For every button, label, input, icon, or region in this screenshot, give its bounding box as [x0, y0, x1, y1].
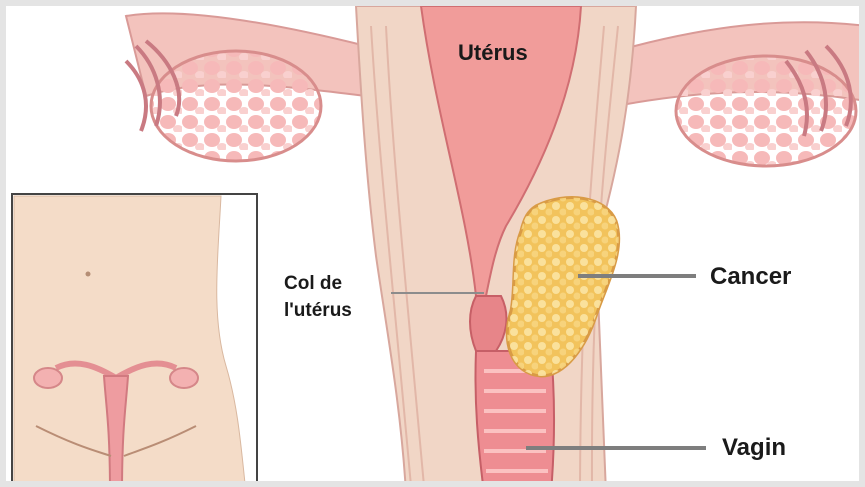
tumor-texture — [507, 198, 618, 376]
inset-panel — [12, 194, 257, 487]
label-vagina: Vagin — [722, 434, 786, 462]
label-cervix-line1: Col de — [284, 270, 352, 297]
cervical-canal — [470, 296, 506, 351]
left-ovary — [151, 51, 321, 161]
label-uterus: Utérus — [458, 40, 528, 66]
inset-body-silhouette — [14, 196, 246, 487]
label-cervix-line2: l'utérus — [284, 297, 352, 324]
label-cancer: Cancer — [710, 263, 791, 291]
inset-mini-ovary-right — [170, 368, 198, 388]
inset-navel — [86, 272, 91, 277]
right-ovary — [676, 56, 856, 166]
anatomy-illustration — [6, 6, 865, 487]
inset-mini-ovary-left — [34, 368, 62, 388]
label-cervix: Col de l'utérus — [284, 270, 352, 324]
